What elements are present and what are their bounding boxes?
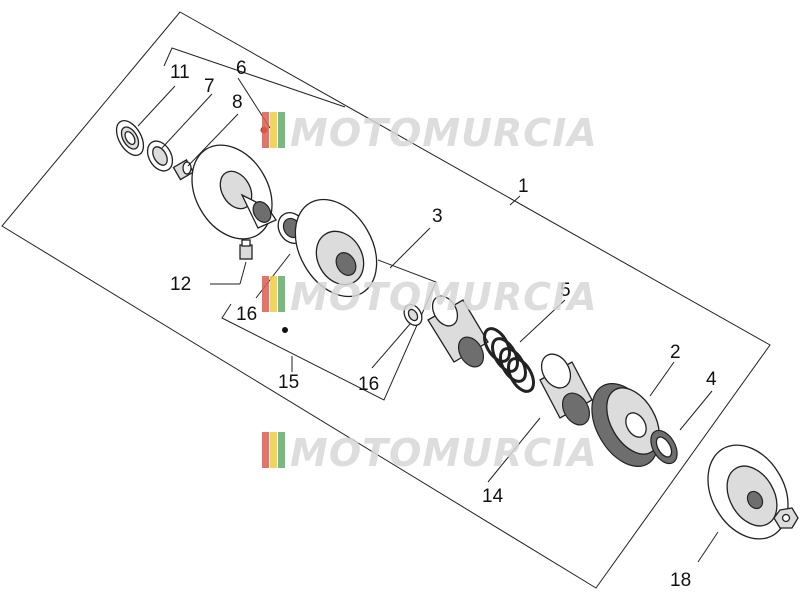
washer-part-4 [650,429,678,465]
nut-part [773,507,799,529]
callout-16-upper: 16 [236,304,257,325]
clutch-bell-part-18 [707,444,789,540]
fixed-pulley-half [191,126,277,240]
ring-part-7 [146,140,174,172]
ring-part-16 [403,304,423,326]
watermark-text-middle: MOTOMURCIA [290,275,598,319]
callout-15: 15 [278,372,299,393]
callout-14: 14 [482,486,504,507]
movable-pulley-half [282,198,378,333]
callout-5: 5 [560,280,571,301]
watermark-top: MOTOMURCIA [262,111,598,155]
assembly-frame-1 [1,11,771,589]
sleeve-part-3 [427,295,489,368]
callout-18: 18 [670,570,691,591]
callout-11: 11 [170,62,190,83]
callout-2: 2 [670,342,681,363]
subassembly-frame-6 [163,47,346,108]
callout-6: 6 [236,58,247,79]
callout-7: 7 [204,76,215,97]
callout-16-lower: 16 [358,374,379,395]
subassembly-frame-15 [221,259,437,401]
bolt-part-12 [239,239,253,260]
callout-8: 8 [232,92,243,113]
callout-1: 1 [518,176,529,197]
sleeve-part-14 [539,353,593,426]
watermark-text-bottom: MOTOMURCIA [290,431,598,475]
watermark-text-top: MOTOMURCIA [290,111,598,155]
watermark-bottom: MOTOMURCIA [262,431,598,475]
callout-3: 3 [432,206,443,227]
callout-4: 4 [706,369,717,390]
clutch-part-2 [591,382,660,468]
watermark-middle: MOTOMURCIA [262,275,598,319]
spring-part-5 [483,327,535,393]
bearing-part-11 [115,120,145,156]
callout-12: 12 [170,274,191,295]
